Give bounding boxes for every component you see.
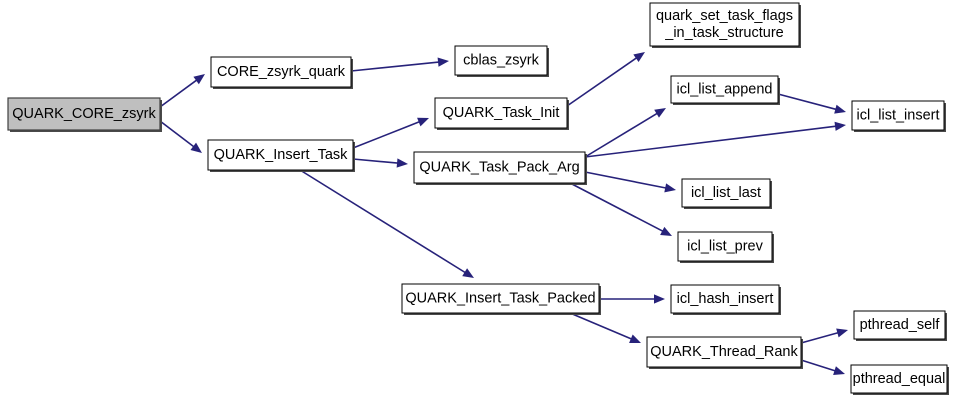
edge-line: [569, 182, 665, 233]
arrowhead-icon: [833, 366, 845, 376]
node-label: icl_list_last: [691, 185, 761, 201]
graph-node-icl_list_prev[interactable]: icl_list_prev: [677, 231, 774, 263]
edge-line: [584, 125, 838, 158]
edge-line: [584, 111, 659, 158]
node-box[interactable]: [646, 336, 802, 368]
call-edge-quark_insert_task_packed-to-quark_thread_rank: [569, 312, 641, 343]
node-label: cblas_zsyrk: [463, 52, 539, 68]
arrowhead-icon: [834, 121, 846, 131]
node-box[interactable]: [207, 139, 354, 171]
node-box[interactable]: [7, 97, 161, 131]
arrowhead-icon: [396, 158, 408, 168]
edge-layer: [159, 52, 848, 376]
node-label: quark_set_task_flags: [656, 8, 793, 24]
arrowhead-icon: [836, 328, 848, 338]
call-edge-quark_insert_task-to-quark_task_pack_arg: [352, 158, 408, 168]
node-box[interactable]: [210, 56, 352, 88]
arrowhead-icon: [462, 268, 474, 278]
node-box[interactable]: [850, 364, 948, 394]
call-edge-core_zsyrk_quark-to-cblas_zsyrk: [350, 57, 449, 72]
arrowhead-icon: [193, 74, 205, 85]
node-label: QUARK_Insert_Task: [214, 147, 349, 163]
edge-line: [350, 61, 441, 72]
graph-node-quark_set_task_flags[interactable]: quark_set_task_flags_in_task_structure: [649, 2, 801, 48]
graph-node-core_zsyrk_quark[interactable]: CORE_zsyrk_quark: [210, 56, 353, 89]
arrowhead-icon: [190, 142, 202, 153]
node-box[interactable]: [670, 75, 779, 104]
arrowhead-icon: [654, 294, 665, 304]
graph-node-quark_insert_task[interactable]: QUARK_Insert_Task: [207, 139, 355, 172]
arrowhead-icon: [834, 104, 846, 114]
graph-node-quark_task_init[interactable]: QUARK_Task_Init: [434, 97, 569, 130]
node-label: QUARK_CORE_zsyrk: [12, 106, 156, 122]
edge-line: [777, 93, 838, 111]
node-label: icl_list_append: [677, 81, 773, 97]
node-box[interactable]: [677, 231, 773, 262]
arrowhead-icon: [664, 183, 676, 193]
node-box[interactable]: [454, 45, 548, 76]
graph-node-icl_hash_insert[interactable]: icl_hash_insert: [670, 284, 781, 315]
edge-line: [159, 120, 196, 149]
arrowhead-icon: [629, 334, 641, 343]
graph-node-icl_list_last[interactable]: icl_list_last: [681, 178, 772, 209]
call-edge-quark_task_pack_arg-to-icl_list_append: [584, 108, 666, 158]
node-label: pthread_self: [860, 317, 941, 333]
node-label: icl_list_insert: [857, 107, 940, 123]
edge-line: [352, 120, 421, 149]
graph-node-quark_core_zsyrk[interactable]: QUARK_CORE_zsyrk: [7, 97, 162, 132]
call-edge-quark_task_pack_arg-to-icl_list_last: [584, 171, 676, 193]
edge-line: [800, 331, 840, 344]
call-edge-quark_insert_task-to-quark_task_init: [352, 117, 429, 149]
node-box[interactable]: [853, 310, 946, 340]
node-label: QUARK_Thread_Rank: [650, 344, 798, 360]
call-edge-quark_core_zsyrk-to-quark_insert_task: [159, 120, 202, 153]
graph-node-pthread_equal[interactable]: pthread_equal: [850, 364, 949, 395]
node-box[interactable]: [681, 178, 771, 208]
node-label: QUARK_Task_Init: [443, 105, 560, 121]
node-box[interactable]: [670, 284, 780, 314]
edge-line: [566, 56, 639, 107]
call-edge-quark_insert_task-to-quark_insert_task_packed: [299, 169, 474, 278]
edge-line: [584, 171, 668, 190]
node-box[interactable]: [434, 97, 568, 129]
graph-node-pthread_self[interactable]: pthread_self: [853, 310, 947, 341]
edge-line: [569, 312, 634, 341]
node-layer: QUARK_CORE_zsyrk CORE_zsyrk_quarkQUARK_In…: [7, 2, 949, 395]
graph-node-quark_insert_task_packed[interactable]: QUARK_Insert_Task_Packed: [401, 283, 601, 315]
graph-node-icl_list_append[interactable]: icl_list_append: [670, 75, 780, 105]
node-box[interactable]: [851, 100, 945, 131]
edge-line: [800, 359, 837, 373]
graph-node-cblas_zsyrk[interactable]: cblas_zsyrk: [454, 45, 549, 77]
arrowhead-icon: [437, 57, 449, 67]
node-box[interactable]: [401, 283, 600, 314]
call-edge-quark_thread_rank-to-pthread_equal: [800, 359, 845, 376]
call-edge-quark_thread_rank-to-pthread_self: [800, 328, 848, 344]
node-box[interactable]: [649, 2, 800, 47]
graph-node-quark_task_pack_arg[interactable]: QUARK_Task_Pack_Arg: [413, 151, 587, 185]
graph-node-icl_list_insert[interactable]: icl_list_insert: [851, 100, 946, 132]
call-edge-quark_task_pack_arg-to-icl_list_insert: [584, 121, 846, 158]
node-label: QUARK_Task_Pack_Arg: [419, 159, 579, 175]
arrowhead-icon: [417, 117, 429, 127]
arrowhead-icon: [660, 226, 672, 236]
node-box[interactable]: [413, 151, 586, 184]
node-label: CORE_zsyrk_quark: [217, 64, 346, 80]
graph-node-quark_thread_rank[interactable]: QUARK_Thread_Rank: [646, 336, 803, 369]
node-label: QUARK_Insert_Task_Packed: [405, 290, 595, 306]
node-label: _in_task_structure: [664, 25, 783, 41]
arrowhead-icon: [654, 108, 666, 118]
call-edge-quark_insert_task_packed-to-icl_hash_insert: [599, 294, 665, 304]
edge-line: [352, 158, 400, 164]
node-label: icl_list_prev: [687, 238, 763, 254]
node-label: pthread_equal: [853, 371, 946, 387]
call-edge-icl_list_append-to-icl_list_insert: [777, 93, 846, 114]
arrowhead-icon: [633, 52, 645, 63]
call-edge-quark_task_pack_arg-to-icl_list_prev: [569, 182, 672, 236]
node-label: icl_hash_insert: [677, 291, 774, 307]
call-edge-quark_task_init-to-quark_set_task_flags: [566, 52, 645, 107]
call-edge-quark_core_zsyrk-to-core_zsyrk_quark: [159, 74, 205, 108]
edge-line: [159, 78, 199, 108]
edge-line: [299, 169, 467, 274]
